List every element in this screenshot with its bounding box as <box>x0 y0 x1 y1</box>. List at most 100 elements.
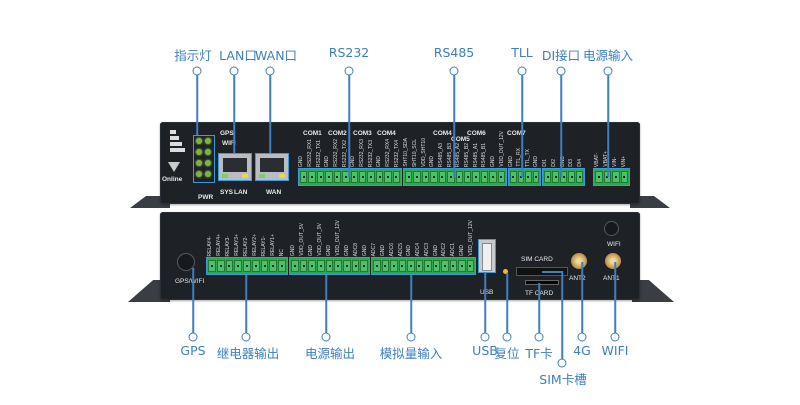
reset-button[interactable] <box>503 269 508 274</box>
terminal-pin[interactable] <box>568 171 575 183</box>
terminal-pin[interactable] <box>447 171 455 183</box>
usb-port[interactable] <box>478 239 496 273</box>
power-input-terminal-block[interactable] <box>593 168 630 186</box>
terminal-pin[interactable] <box>278 260 287 272</box>
terminal-pin[interactable] <box>430 171 438 183</box>
terminal-pin[interactable] <box>291 260 299 272</box>
terminal-pin[interactable] <box>560 171 567 183</box>
pin-label: RS485_B2 <box>464 142 470 167</box>
terminal-pin[interactable] <box>384 171 392 183</box>
terminal-pin[interactable] <box>342 171 350 183</box>
callout-usb: USB <box>472 343 498 358</box>
terminal-pin[interactable] <box>269 260 278 272</box>
callout-sim-slot: SIM卡槽 <box>539 372 587 387</box>
terminal-pin[interactable] <box>552 171 559 183</box>
lan-port[interactable] <box>218 153 252 181</box>
terminal-pin[interactable] <box>325 171 333 183</box>
ant2-label: ANT2 <box>569 275 586 282</box>
terminal-pin[interactable] <box>544 171 551 183</box>
terminal-pin[interactable] <box>463 171 472 183</box>
terminal-pin[interactable] <box>421 171 430 183</box>
pin-label: VDD_OUT_12V <box>334 220 341 256</box>
tf-card-slot[interactable] <box>525 280 559 285</box>
terminal-pin[interactable] <box>360 260 369 272</box>
terminal-pin[interactable] <box>620 171 628 183</box>
terminal-pin[interactable] <box>458 260 466 272</box>
terminal-pin[interactable] <box>343 260 351 272</box>
terminal-pin[interactable] <box>300 171 308 183</box>
callout-marker <box>241 332 251 342</box>
terminal-pin[interactable] <box>480 171 489 183</box>
rs232-terminal-block[interactable] <box>298 168 402 186</box>
terminal-pin[interactable] <box>517 171 524 183</box>
terminal-pin[interactable] <box>308 171 316 183</box>
terminal-pin[interactable] <box>398 260 406 272</box>
terminal-pin[interactable] <box>576 171 583 183</box>
ant2-4g-connector[interactable] <box>571 253 587 269</box>
pin-label: ADC5 <box>397 242 404 256</box>
terminal-pin[interactable] <box>510 171 517 183</box>
gps-wifi-antenna-port[interactable] <box>177 253 195 271</box>
terminal-pin[interactable] <box>455 171 463 183</box>
terminal-pin[interactable] <box>333 171 342 183</box>
terminal-pin[interactable] <box>350 171 358 183</box>
terminal-pin[interactable] <box>441 260 449 272</box>
terminal-pin[interactable] <box>316 171 325 183</box>
terminal-pin[interactable] <box>358 171 367 183</box>
terminal-pin[interactable] <box>243 260 251 272</box>
callout-reset: 复位 <box>494 346 520 361</box>
pin-label: RS232_TX1 <box>315 139 322 167</box>
ttl-terminal-block[interactable] <box>508 168 541 186</box>
terminal-pin[interactable] <box>375 171 384 183</box>
terminal-pin[interactable] <box>325 260 334 272</box>
terminal-pin[interactable] <box>424 260 432 272</box>
terminal-pin[interactable] <box>438 171 447 183</box>
terminal-pin[interactable] <box>405 171 413 183</box>
rs485-terminal-block[interactable] <box>403 168 507 186</box>
terminal-pin[interactable] <box>413 171 421 183</box>
pin-label: GND <box>432 244 439 256</box>
analog-input-terminal-block[interactable] <box>371 257 476 275</box>
led-wifi-label: WIFI <box>222 140 236 147</box>
ant1-wifi-connector[interactable] <box>605 253 621 269</box>
power-output-terminal-block[interactable] <box>289 257 370 275</box>
terminal-pin[interactable] <box>432 260 440 272</box>
terminal-pin[interactable] <box>489 171 497 183</box>
terminal-pin[interactable] <box>299 260 308 272</box>
terminal-pin[interactable] <box>317 260 325 272</box>
terminal-pin[interactable] <box>415 260 423 272</box>
terminal-pin[interactable] <box>497 171 506 183</box>
terminal-pin[interactable] <box>392 171 401 183</box>
pin-label: RS485_B1 <box>481 142 488 167</box>
terminal-pin[interactable] <box>234 260 243 272</box>
terminal-pin[interactable] <box>381 260 389 272</box>
terminal-pin[interactable] <box>334 260 343 272</box>
terminal-pin[interactable] <box>472 171 480 183</box>
callout-line <box>410 275 412 336</box>
terminal-pin[interactable] <box>225 260 234 272</box>
wifi-button[interactable] <box>604 221 619 236</box>
terminal-pin[interactable] <box>367 171 375 183</box>
terminal-pin[interactable] <box>308 260 317 272</box>
relay-output-terminal-block[interactable] <box>206 257 288 275</box>
terminal-pin[interactable] <box>595 171 603 183</box>
di-terminal-block[interactable] <box>542 168 585 186</box>
callout-line <box>196 75 198 135</box>
terminal-pin[interactable] <box>407 260 415 272</box>
terminal-pin[interactable] <box>532 171 539 183</box>
terminal-pin[interactable] <box>373 260 381 272</box>
terminal-pin[interactable] <box>612 171 620 183</box>
pin-label: GND <box>289 244 296 256</box>
terminal-pin[interactable] <box>466 260 474 272</box>
pin-label: GND <box>406 244 413 256</box>
terminal-pin[interactable] <box>260 260 269 272</box>
pin-label: RELAY1+ <box>270 234 277 256</box>
terminal-pin[interactable] <box>216 260 225 272</box>
wan-port[interactable] <box>255 153 289 181</box>
terminal-pin[interactable] <box>390 260 398 272</box>
terminal-pin[interactable] <box>449 260 457 272</box>
terminal-pin[interactable] <box>208 260 216 272</box>
terminal-pin[interactable] <box>525 171 532 183</box>
terminal-pin[interactable] <box>351 260 360 272</box>
terminal-pin[interactable] <box>251 260 260 272</box>
